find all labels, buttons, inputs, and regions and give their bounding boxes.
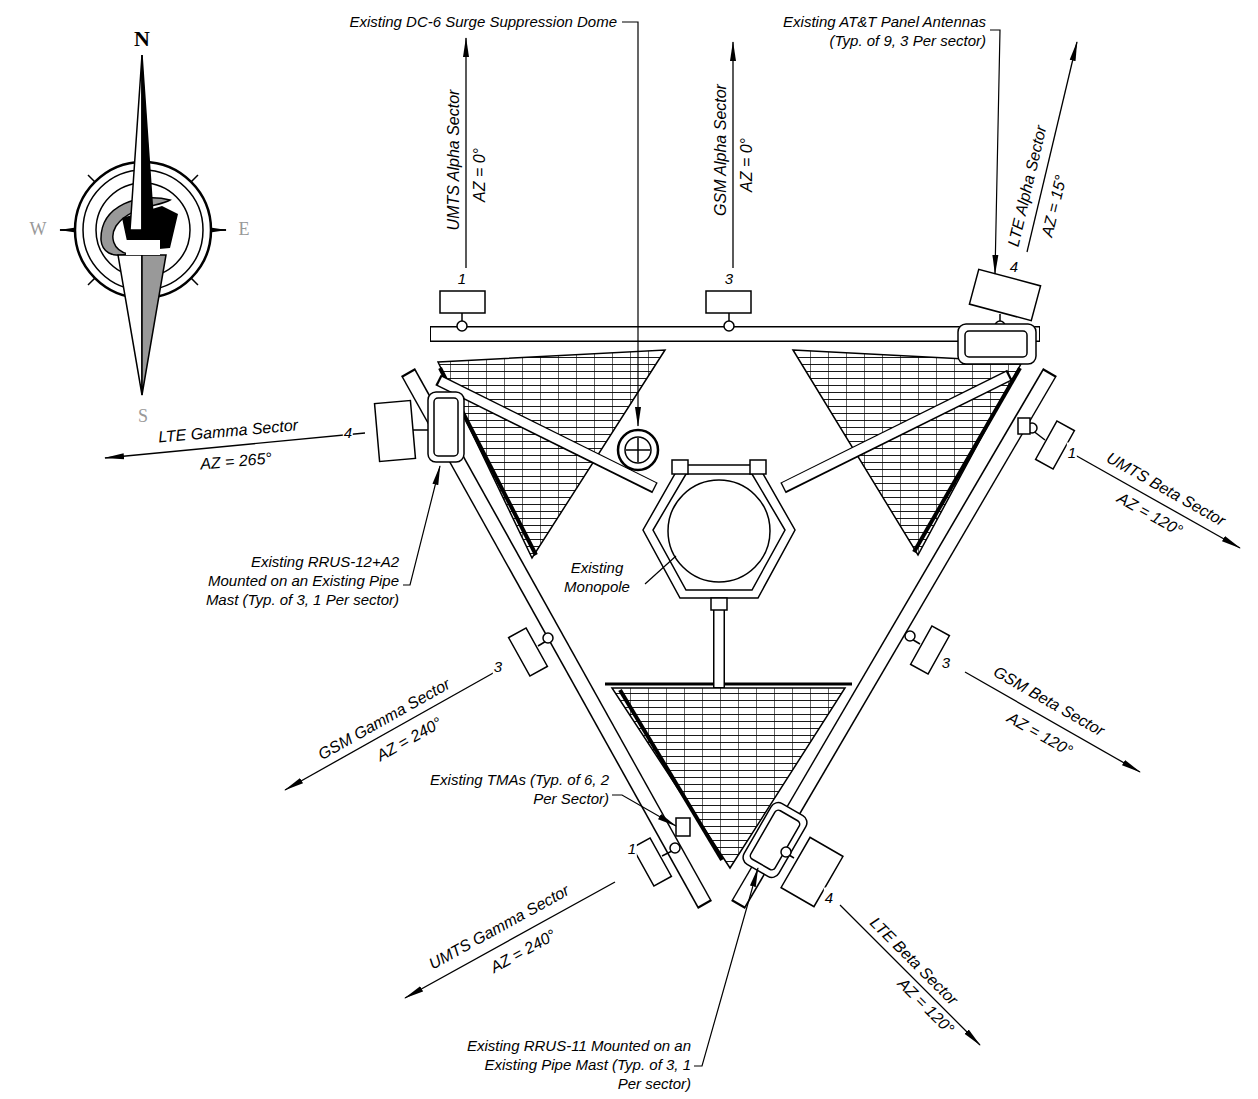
azimuth-label: AZ = 265° <box>198 448 273 473</box>
platform-grating <box>438 350 1022 868</box>
monopole <box>643 460 795 610</box>
callout-note: Existing DC-6 Surge Suppression Dome <box>217 12 617 31</box>
callout-number: 1 <box>1067 443 1077 462</box>
callout-number: 4 <box>343 423 353 442</box>
compass-letter: S <box>137 407 149 426</box>
callout-number: 1 <box>457 269 467 288</box>
sector-label: UMTS Alpha Sector <box>444 89 463 232</box>
platform-frame <box>408 334 1050 905</box>
compass-letter: N <box>133 29 151 48</box>
sector-label: GSM Alpha Sector <box>711 83 730 217</box>
antennas <box>375 269 1075 906</box>
azimuth-label: AZ = 0° <box>470 147 489 203</box>
azimuth-label: AZ = 15° <box>1037 172 1070 240</box>
callout-note: Existing TMAs (Typ. of 6, 2 Per Sector) <box>417 770 609 808</box>
callout-note: Existing Monopole <box>556 558 638 596</box>
callout-number: 3 <box>941 653 951 672</box>
north-arrow <box>60 55 226 395</box>
azimuth-arrows <box>105 38 1240 1045</box>
compass-letter: W <box>29 220 48 239</box>
callout-note: Existing RRUS-11 Mounted on an Existing … <box>459 1036 691 1093</box>
callout-number: 4 <box>824 888 834 907</box>
callout-number: 3 <box>724 269 734 288</box>
azimuth-label: AZ = 0° <box>737 137 756 193</box>
callout-number: 4 <box>1009 257 1019 276</box>
callout-note: Existing RRUS-12+A2 Mounted on an Existi… <box>189 552 399 609</box>
callout-number: 1 <box>627 839 637 858</box>
callout-number: 3 <box>493 657 503 676</box>
compass-letter: E <box>238 220 251 239</box>
leader-lines <box>403 22 1000 1066</box>
surge-dome <box>618 430 658 470</box>
callout-note: Existing AT&T Panel Antennas (Typ. of 9,… <box>764 12 986 50</box>
